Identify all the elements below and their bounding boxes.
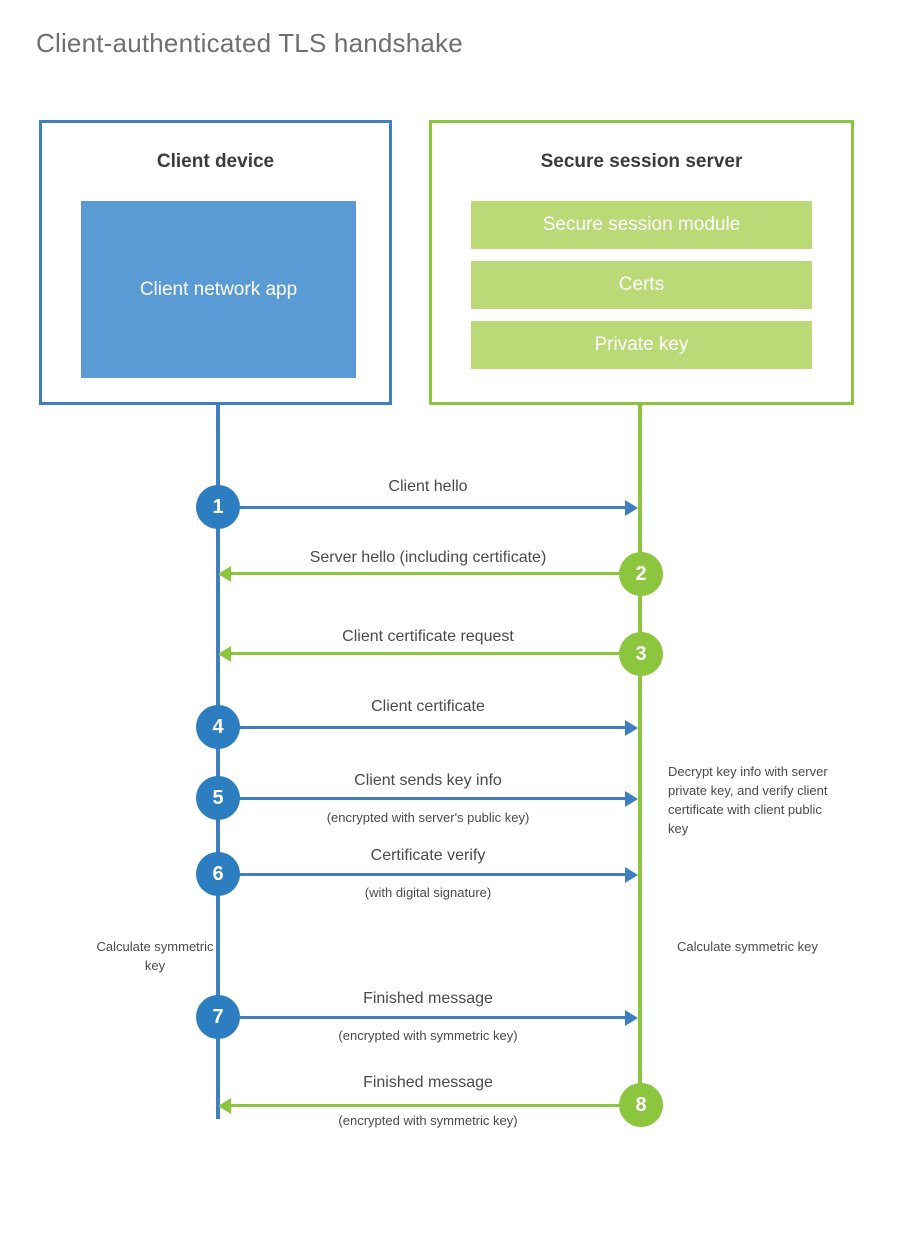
step-8-arrow-head	[218, 1098, 231, 1114]
server-calculate-symmetric-key-note: Calculate symmetric key	[677, 939, 818, 954]
server-decrypt-note: Decrypt key info with server private key…	[668, 764, 828, 836]
step-7-badge[interactable]: 7	[196, 995, 240, 1039]
step-1-badge[interactable]: 1	[196, 485, 240, 529]
step-7-label: Finished message	[363, 990, 493, 1007]
step-7-sub-label: (encrypted with symmetric key)	[338, 1028, 518, 1043]
step-6-sub-label: (with digital signature)	[364, 885, 492, 900]
secure-session-server-box: Secure session server Secure session mod…	[429, 120, 854, 405]
step-4-label: Client certificate	[371, 698, 485, 715]
page-title: Client-authenticated TLS handshake	[36, 28, 463, 58]
step-2-arrow-head	[218, 566, 231, 582]
step-6-label: Certificate verify	[370, 847, 486, 864]
step-5-sub-label: (encrypted with server's public key)	[326, 810, 530, 825]
step-3-arrow-line	[231, 652, 640, 655]
step-3-badge[interactable]: 3	[619, 632, 663, 676]
step-1-arrow-head	[625, 500, 638, 516]
step-6-arrow-line	[218, 873, 625, 876]
step-4-badge[interactable]: 4	[196, 705, 240, 749]
server-lifeline	[638, 405, 642, 1105]
step-1-label: Client hello	[388, 478, 468, 495]
step-3-arrow-head	[218, 646, 231, 662]
client-lifeline	[216, 405, 220, 1119]
step-7-arrow-line	[218, 1016, 625, 1019]
server-component-list: Secure session module Certs Private key	[471, 201, 812, 381]
server-component-certs: Certs	[471, 261, 812, 309]
client-network-app-block: Client network app	[81, 201, 356, 378]
step-8-badge[interactable]: 8	[619, 1083, 663, 1127]
step-3-label: Client certificate request	[342, 628, 514, 645]
step-4-arrow-head	[625, 720, 638, 736]
step-5-arrow-line	[218, 797, 625, 800]
step-8-arrow-line	[231, 1104, 640, 1107]
step-6-arrow-head	[625, 867, 638, 883]
step-8-sub-label: (encrypted with symmetric key)	[338, 1113, 518, 1128]
step-2-label: Server hello (including certificate)	[309, 549, 547, 566]
step-2-arrow-line	[231, 572, 640, 575]
client-calculate-symmetric-key-note: Calculate symmetric key	[96, 939, 214, 973]
step-6-badge[interactable]: 6	[196, 852, 240, 896]
server-component-secure-session-module: Secure session module	[471, 201, 812, 249]
client-device-box: Client device Client network app	[39, 120, 392, 405]
step-1-arrow-line	[218, 506, 625, 509]
step-2-badge[interactable]: 2	[619, 552, 663, 596]
client-device-title: Client device	[156, 151, 275, 172]
secure-session-server-title: Secure session server	[540, 151, 743, 172]
step-5-badge[interactable]: 5	[196, 776, 240, 820]
step-5-arrow-head	[625, 791, 638, 807]
step-5-label: Client sends key info	[354, 772, 502, 789]
step-4-arrow-line	[218, 726, 625, 729]
step-7-arrow-head	[625, 1010, 638, 1026]
step-8-label: Finished message	[363, 1074, 493, 1091]
server-component-private-key: Private key	[471, 321, 812, 369]
